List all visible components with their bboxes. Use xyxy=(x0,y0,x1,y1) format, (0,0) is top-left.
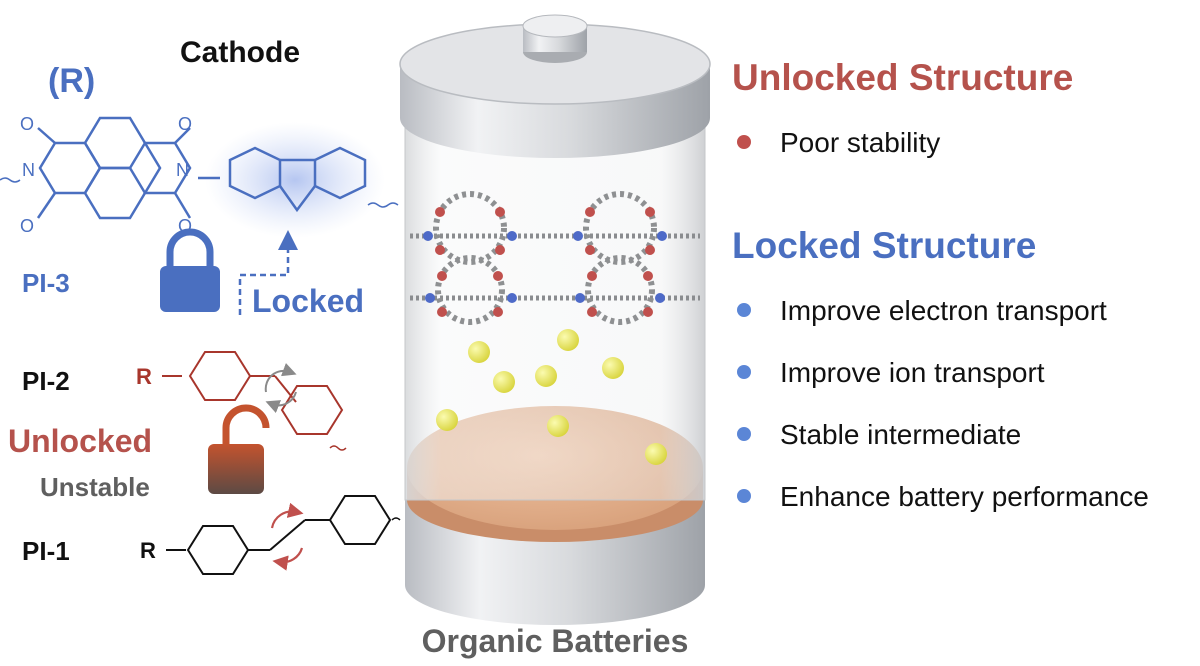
atom-n-2: N xyxy=(176,160,189,180)
bullet-blue xyxy=(737,427,751,441)
pi2-label: PI-2 xyxy=(22,366,70,396)
locked-structure-title: Locked Structure xyxy=(732,225,1036,266)
molecule-stack-lower xyxy=(410,255,700,325)
locked-arrow xyxy=(238,230,298,315)
ion xyxy=(547,415,569,437)
locked-item: Enhance battery performance xyxy=(780,481,1149,512)
battery xyxy=(399,14,711,625)
molecule-stack-upper xyxy=(410,191,700,265)
pi1-structure xyxy=(166,495,401,575)
unlocked-label: Unlocked xyxy=(8,423,152,459)
ion xyxy=(602,357,624,379)
rotation-arrow-gray xyxy=(264,363,297,393)
caption: Organic Batteries xyxy=(422,623,689,659)
ions xyxy=(436,329,667,465)
locked-item: Improve ion transport xyxy=(780,357,1045,388)
bullet-red xyxy=(737,135,751,149)
locked-item: Improve electron transport xyxy=(780,295,1107,326)
glass-tube xyxy=(404,119,706,501)
ion xyxy=(493,371,515,393)
bullet-blue xyxy=(737,365,751,379)
pi2-structure xyxy=(162,351,347,451)
locked-label: Locked xyxy=(252,283,364,319)
bullet-blue xyxy=(737,489,751,503)
bullet-blue xyxy=(737,303,751,317)
locked-item: Stable intermediate xyxy=(780,419,1021,450)
ion xyxy=(468,341,490,363)
unlocked-item: Poor stability xyxy=(780,127,940,158)
unlocked-structure-title: Unlocked Structure xyxy=(732,57,1073,98)
ion xyxy=(557,329,579,351)
closed-lock-icon xyxy=(160,228,220,312)
atom-n-1: N xyxy=(22,160,35,180)
cathode-label: Cathode xyxy=(180,36,300,69)
r-group-label: (R) xyxy=(48,62,95,100)
battery-terminal-top xyxy=(522,14,588,38)
atom-o-3: O xyxy=(178,114,192,134)
ion xyxy=(535,365,557,387)
ion xyxy=(645,443,667,465)
ion xyxy=(436,409,458,431)
open-lock-icon xyxy=(208,404,270,494)
pi1-r-group: R xyxy=(140,538,156,563)
pi1-label: PI-1 xyxy=(22,536,70,566)
atom-o-1: O xyxy=(20,114,34,134)
pi3-label: PI-3 xyxy=(22,268,70,298)
rotation-arrow-red xyxy=(270,502,304,529)
atom-o-2: O xyxy=(20,216,34,236)
unstable-label: Unstable xyxy=(40,472,150,502)
pi2-r-group: R xyxy=(136,364,152,389)
pi3-structure xyxy=(0,116,399,315)
locked-glow xyxy=(205,122,385,238)
